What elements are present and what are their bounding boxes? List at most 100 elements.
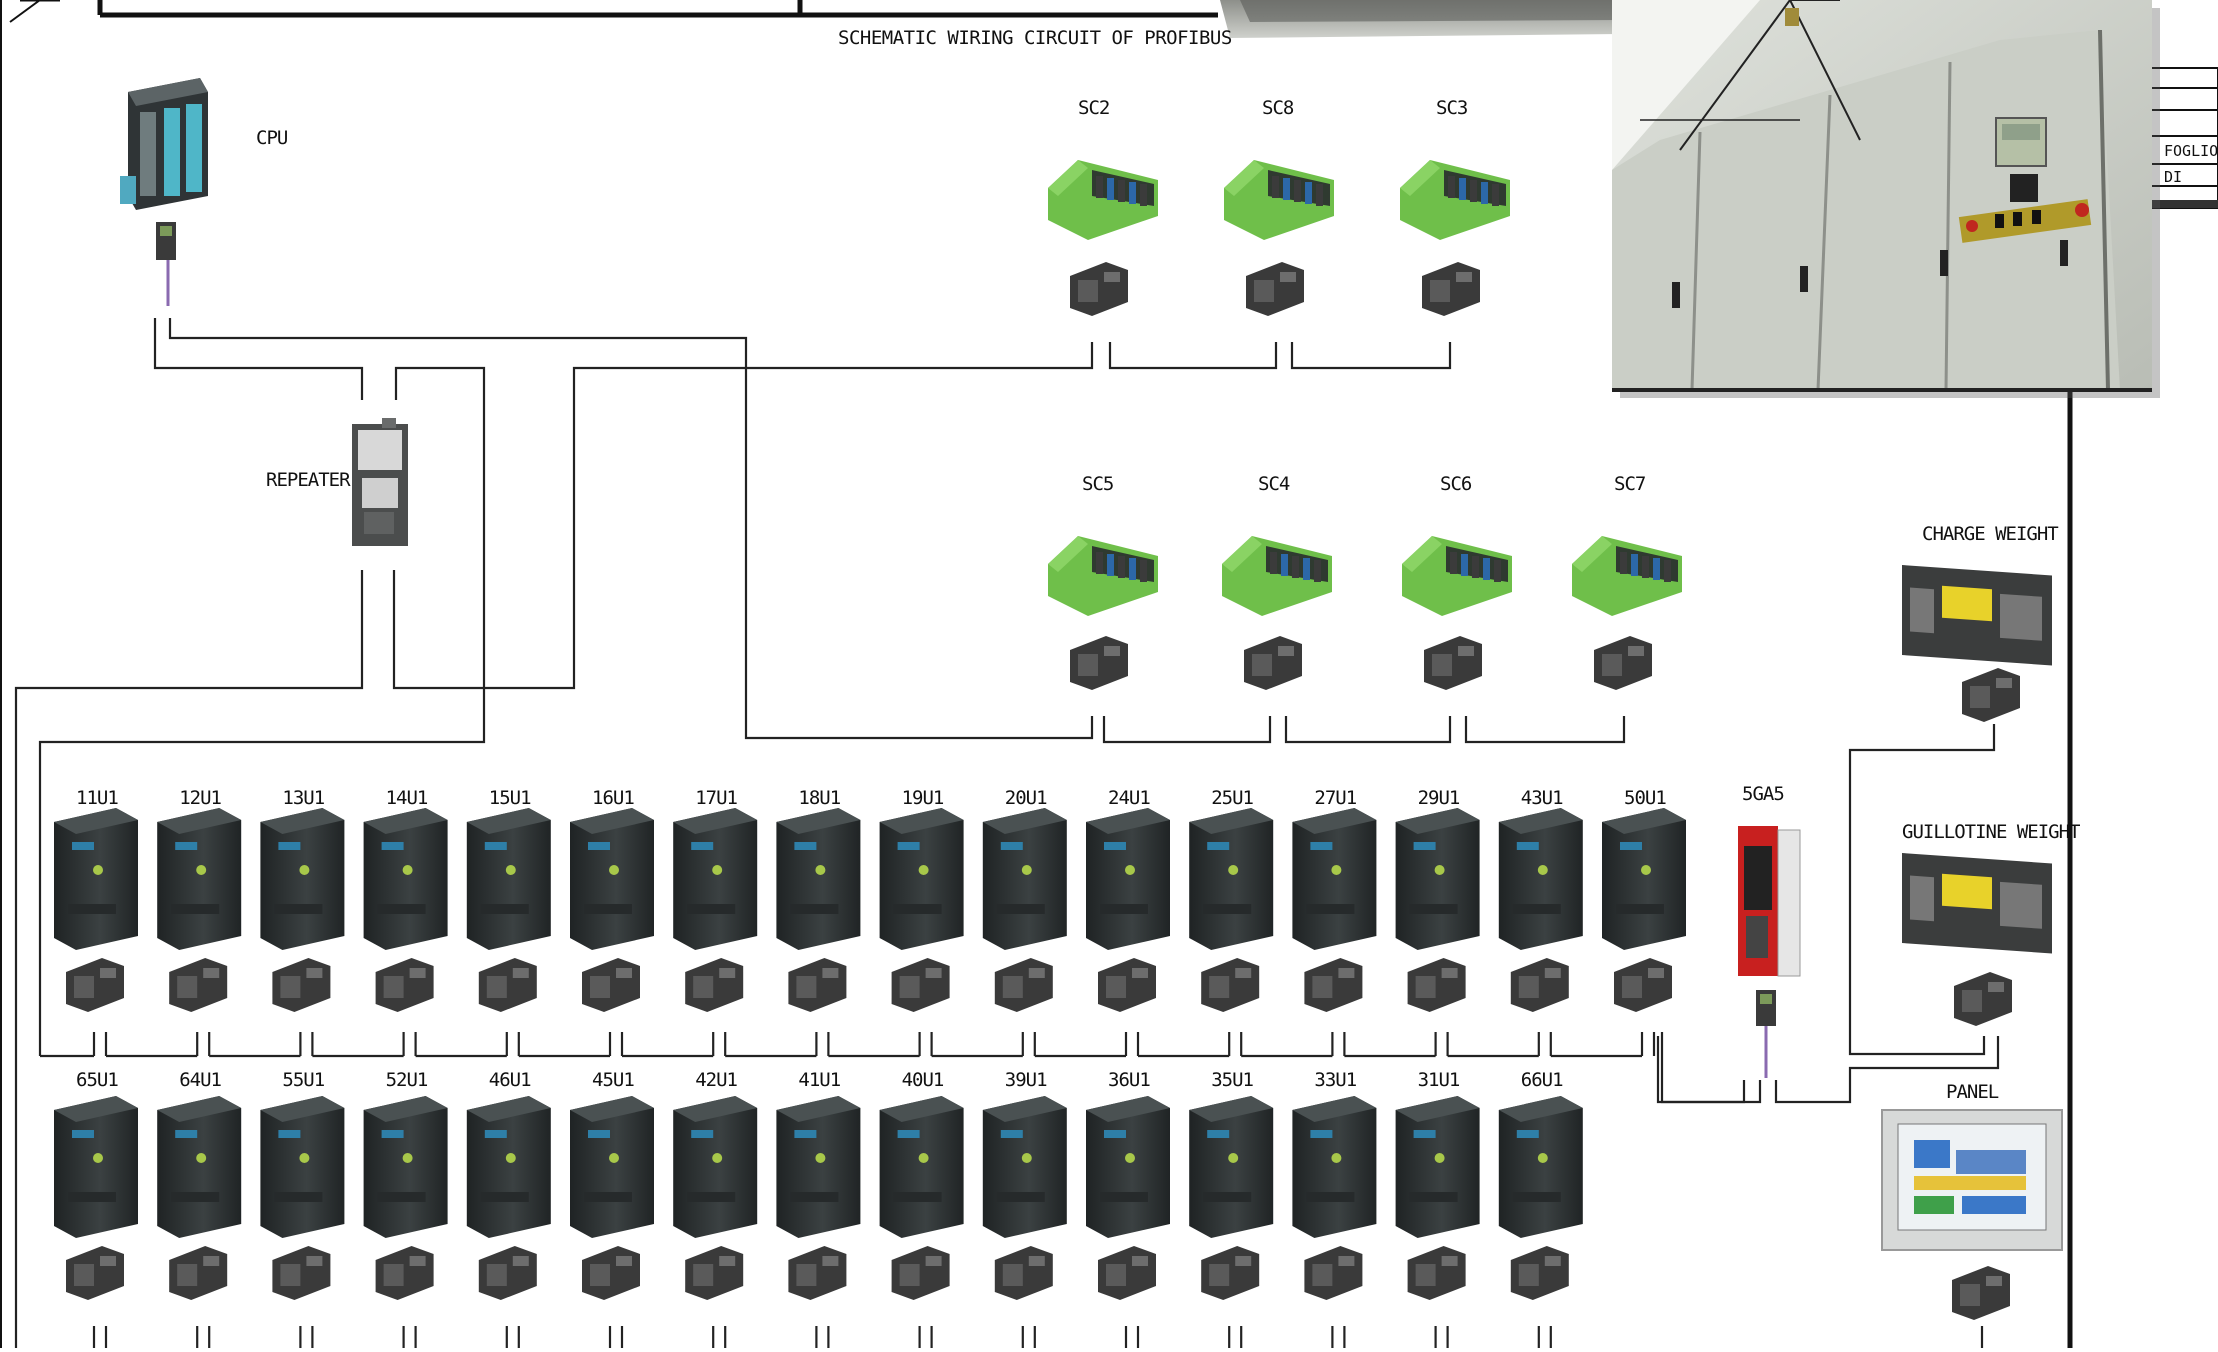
module-sc-top-1: [1048, 160, 1158, 240]
connector-icon: [1070, 262, 1128, 316]
drive-unit: [54, 1096, 138, 1238]
drive-chain-wiring: [40, 1032, 1746, 1348]
drive-unit: [1086, 1096, 1170, 1238]
drive-label: 31U1: [1418, 1069, 1460, 1091]
drive-unit: [570, 808, 654, 950]
drive-label: 55U1: [282, 1069, 324, 1091]
module-label-sc3: SC3: [1436, 97, 1468, 119]
diagram-title: SCHEMATIC WIRING CIRCUIT OF PROFIBUS: [838, 27, 1232, 49]
cpu-unit: CPU: [120, 78, 289, 210]
drive-unit: [776, 808, 861, 950]
connector-icon: [66, 1246, 124, 1300]
drive-label: 41U1: [798, 1069, 840, 1091]
drive-label: 65U1: [76, 1069, 118, 1091]
connector-icon: [1510, 1246, 1569, 1300]
connector-icon: [1070, 636, 1128, 690]
drive-unit: [466, 808, 551, 950]
guillotine-weight-indicator: GUILLOTINE WEIGHT: [1902, 821, 2081, 954]
cpu-connector: [156, 222, 176, 306]
drive-unit: [1086, 808, 1170, 950]
connector-icon: [1201, 1246, 1260, 1300]
drive-label: 50U1: [1624, 787, 1666, 809]
connector-icon: [1954, 972, 2012, 1026]
module-label-sc2: SC2: [1078, 97, 1109, 119]
cabinet-photo: [1612, 0, 2160, 398]
drive-unit: [466, 1096, 551, 1238]
drive-label: 16U1: [592, 787, 634, 809]
module-sc-top-3: [1400, 160, 1510, 240]
connector-icon: [891, 1246, 950, 1300]
connector-icon: [788, 1246, 847, 1300]
drive-unit: [363, 808, 448, 950]
operator-panel: PANEL: [1881, 1081, 2063, 1251]
connector-icon: [272, 1246, 331, 1300]
connector-icon: [478, 1246, 537, 1300]
guillotine-weight-label: GUILLOTINE WEIGHT: [1902, 821, 2080, 843]
drive-label: 17U1: [695, 787, 737, 809]
dc-drive-5ga5: 5GA5: [1738, 783, 1801, 1078]
connector-icon: [1424, 636, 1482, 690]
drive-label: 12U1: [179, 787, 221, 809]
title-block-foglio: FOGLIO: [2164, 142, 2218, 160]
module-sc-top-2: [1224, 160, 1334, 240]
drive-unit: [1395, 808, 1480, 950]
module-label-sc4: SC4: [1258, 473, 1290, 495]
drive-label: 33U1: [1314, 1069, 1356, 1091]
connector-icon: [1304, 958, 1363, 1012]
connector-icon: [1304, 1246, 1363, 1300]
drive-label: 19U1: [902, 787, 944, 809]
drive-unit: [982, 1096, 1067, 1238]
connector-icon: [891, 958, 950, 1012]
drive-label: 18U1: [798, 787, 840, 809]
drive-label: 66U1: [1521, 1069, 1563, 1091]
drive-unit: [1498, 808, 1583, 950]
repeater-label: REPEATER: [266, 469, 351, 491]
connector-icon: [1098, 958, 1156, 1012]
module-label-sc8: SC8: [1262, 97, 1294, 119]
drive-unit: [879, 1096, 964, 1238]
connector-icon: [1407, 1246, 1466, 1300]
drive-unit: [570, 1096, 654, 1238]
connector-icon: [169, 958, 228, 1012]
drive-label: 43U1: [1521, 787, 1563, 809]
drive-unit: [1602, 808, 1686, 950]
drive-label: 39U1: [1005, 1069, 1047, 1091]
connector-icon: [478, 958, 537, 1012]
connector-icon: [788, 958, 847, 1012]
connector-icon: [1244, 636, 1302, 690]
connector-icon: [685, 958, 744, 1012]
repeater-unit: REPEATER: [266, 418, 408, 546]
drive-unit: [260, 808, 345, 950]
drive-unit: [776, 1096, 861, 1238]
connector-icon: [582, 1246, 640, 1300]
connector-icon: [1594, 636, 1652, 690]
drive-unit: [673, 808, 758, 950]
connector-icon: [1510, 958, 1569, 1012]
module-sc-mid-1: [1048, 536, 1158, 616]
drive-unit: [1292, 1096, 1377, 1238]
drive-unit: [1395, 1096, 1480, 1238]
drive-label: 29U1: [1418, 787, 1460, 809]
drive-unit: [879, 808, 964, 950]
drive-unit: [260, 1096, 345, 1238]
connector-icon: [1962, 668, 2020, 722]
drive-label: 52U1: [386, 1069, 428, 1091]
module-label-sc5: SC5: [1082, 473, 1113, 495]
module-label-sc6: SC6: [1440, 473, 1472, 495]
module-label-sc7: SC7: [1614, 473, 1646, 495]
title-block: FOGLIO DI: [2148, 67, 2218, 209]
connector-icon: [272, 958, 331, 1012]
connector-icon: [685, 1246, 744, 1300]
connector-icon: [582, 958, 640, 1012]
drive-label: 40U1: [902, 1069, 944, 1091]
drive-label: 15U1: [489, 787, 531, 809]
drive-label: 13U1: [282, 787, 324, 809]
connector-icon: [1422, 262, 1480, 316]
drive-label: 27U1: [1314, 787, 1356, 809]
drive-label: 14U1: [386, 787, 428, 809]
connector-icon: [994, 1246, 1053, 1300]
drive-label: 11U1: [76, 787, 118, 809]
